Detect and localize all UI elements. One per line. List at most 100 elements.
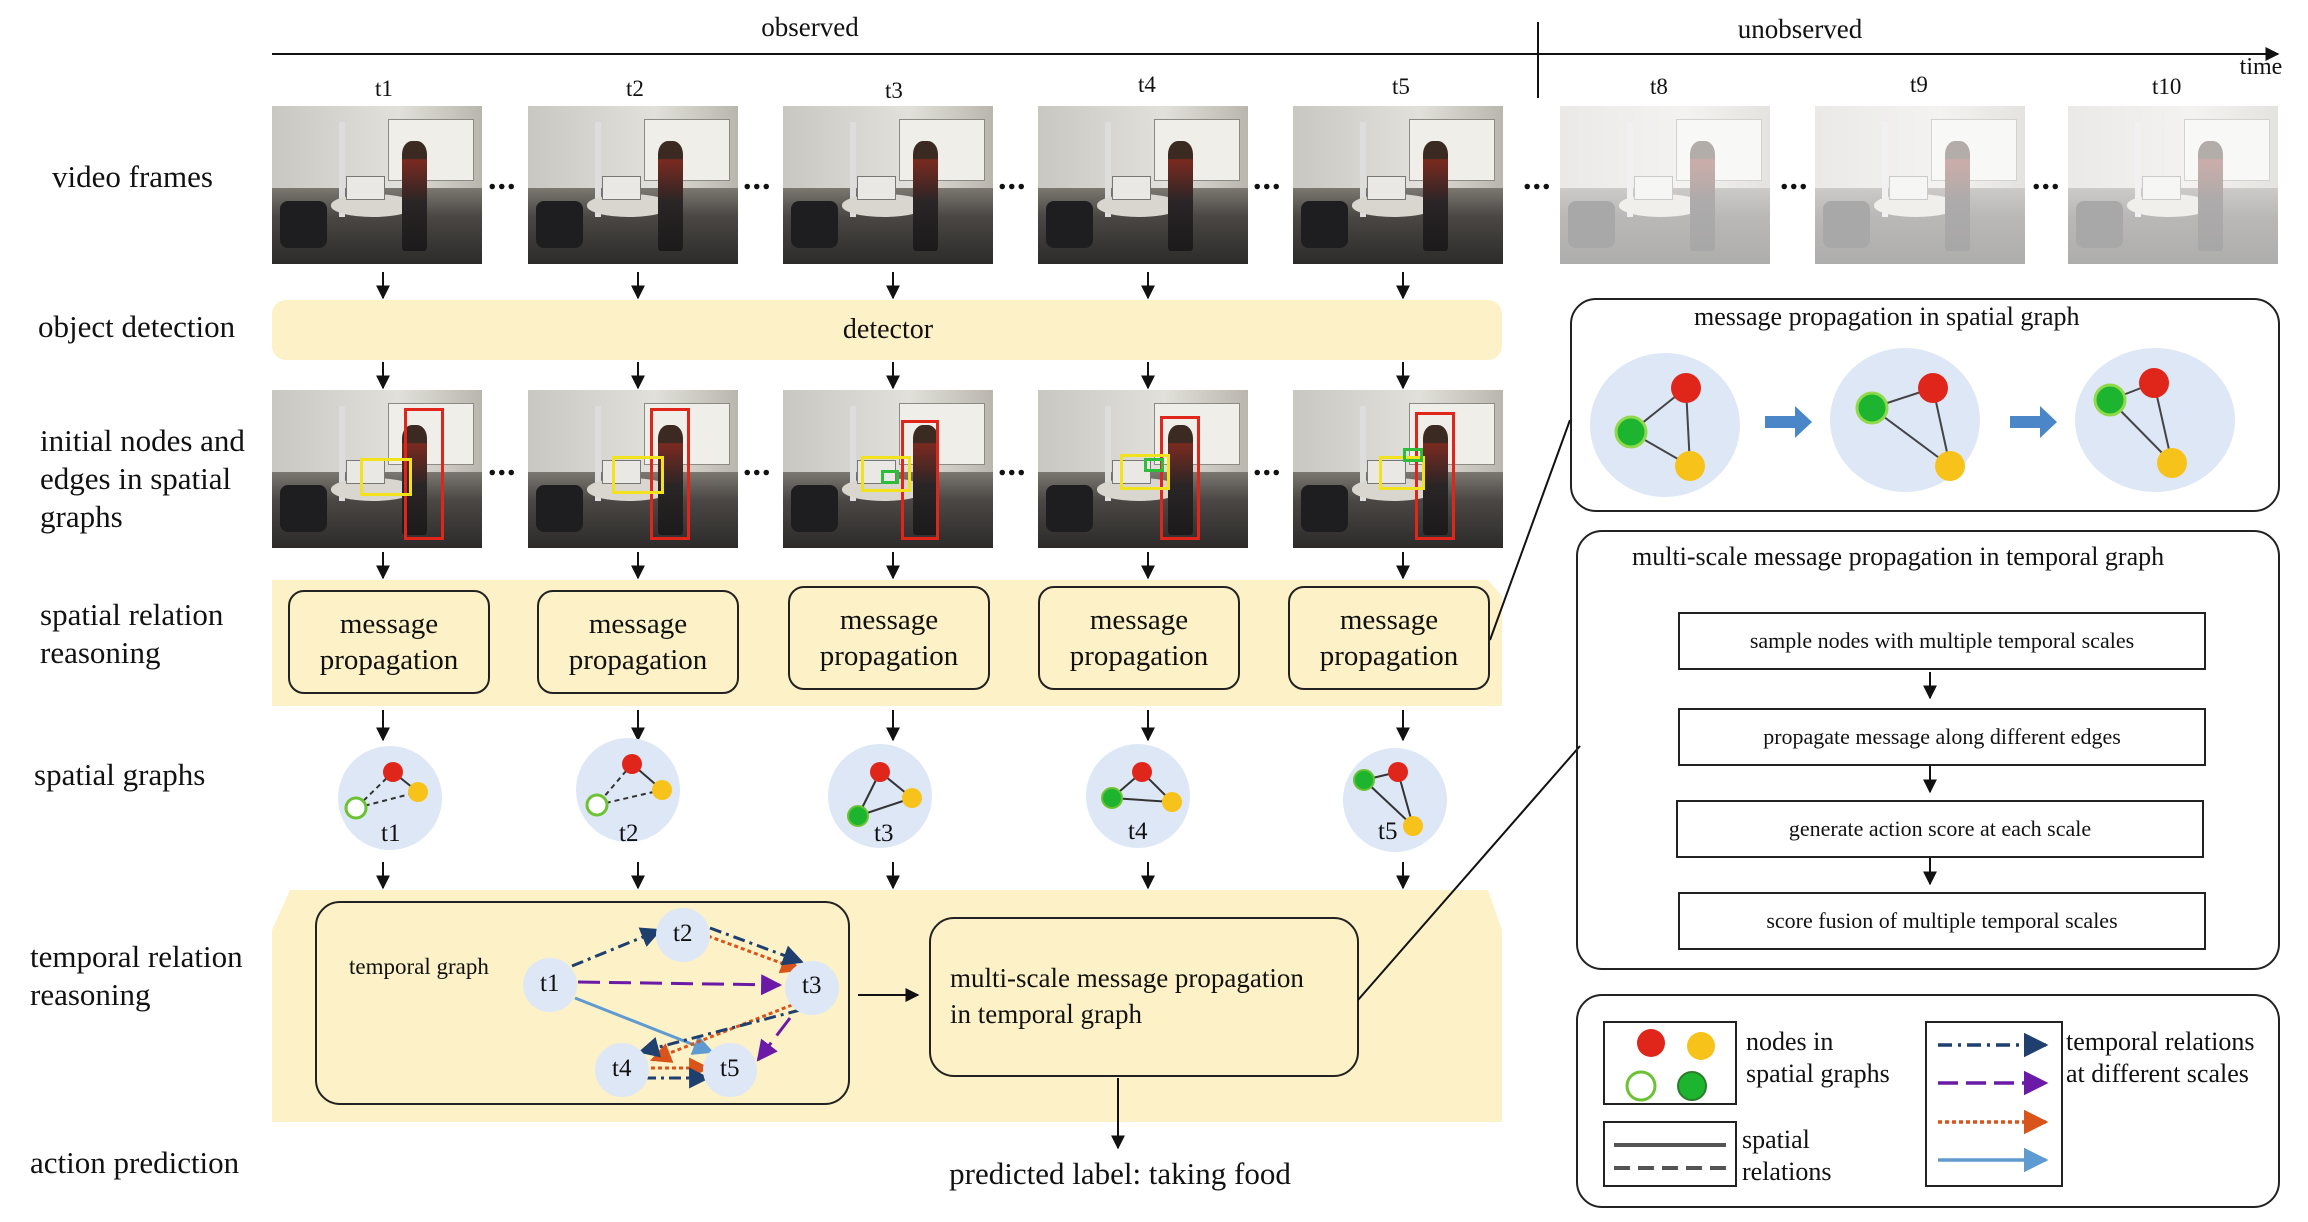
detection-frame [1038, 390, 1248, 548]
unobserved-label: unobserved [1737, 14, 1863, 44]
spatial-graph-t3 [828, 744, 932, 848]
time-label: t10 [2152, 74, 2182, 99]
temporal-node-label: t3 [802, 972, 822, 999]
detector-label: detector [842, 314, 934, 345]
detection-frame [528, 390, 738, 548]
multiscale-box-label: multi-scale message propagation in tempo… [950, 963, 1304, 1029]
row-label-initial-nodes: initial nodes and edges in spatial graph… [40, 423, 245, 534]
time-label: t8 [1650, 74, 1668, 99]
ellipsis: ... [2032, 160, 2061, 197]
ellipsis: ... [1253, 160, 1282, 197]
message-propagation-box: message propagation [788, 586, 990, 690]
spatial-graph-label: t3 [874, 820, 894, 847]
spatial-graph-label: t2 [619, 820, 639, 847]
video-frame [1038, 106, 1248, 264]
person-bbox [1160, 416, 1200, 540]
object-bbox [861, 456, 911, 492]
ellipsis: ... [998, 160, 1027, 197]
spatial-graph-label: t1 [381, 820, 401, 847]
temporal-panel-title: multi-scale message propagation in tempo… [1632, 542, 2165, 571]
time-label: t1 [375, 76, 393, 101]
row-label-spatial-reasoning: spatial relation reasoning [40, 597, 224, 670]
ellipsis: ... [1253, 446, 1282, 483]
spatial-graph-t4 [1086, 744, 1190, 848]
ellipsis: ... [743, 160, 772, 197]
message-propagation-box: message propagation [1288, 586, 1490, 690]
temporal-graph-box [315, 901, 850, 1105]
temporal-node-label: t2 [673, 920, 693, 947]
video-frame [272, 106, 482, 264]
detection-frame [1293, 390, 1503, 548]
step-sample-nodes: sample nodes with multiple temporal scal… [1678, 612, 2206, 670]
message-propagation-box: message propagation [288, 590, 490, 694]
video-frame-unobserved [1815, 106, 2025, 264]
object-bbox [1379, 456, 1425, 490]
legend-nodes-box [1603, 1021, 1737, 1105]
video-frame [783, 106, 993, 264]
detection-frame [783, 390, 993, 548]
temporal-node-label: t4 [612, 1055, 632, 1082]
ellipsis: ... [1780, 160, 1809, 197]
temporal-node-label: t1 [540, 970, 560, 997]
row-label-video-frames: video frames [52, 159, 213, 194]
food-bbox [1144, 458, 1164, 472]
spatial-graph-t5 [1343, 748, 1447, 852]
multiscale-box [929, 917, 1359, 1077]
message-propagation-box: message propagation [1038, 586, 1240, 690]
legend-spatial-box [1603, 1121, 1737, 1187]
person-bbox [901, 420, 939, 540]
time-label: t4 [1138, 72, 1156, 97]
legend-temporal-label: temporal relations at different scales [2066, 1027, 2255, 1088]
video-frame [1293, 106, 1503, 264]
ellipsis: ... [488, 446, 517, 483]
legend-panel [1576, 994, 2280, 1208]
person-bbox [1415, 412, 1455, 540]
ellipsis: ... [998, 446, 1027, 483]
video-frame-unobserved [2068, 106, 2278, 264]
blue-arrows [1765, 406, 2057, 438]
temporal-propagation-panel [1576, 530, 2280, 970]
spatial-graph-label: t4 [1128, 818, 1148, 845]
spatial-panel-graph-3 [2075, 348, 2235, 492]
message-propagation-box: message propagation [537, 590, 739, 694]
spatial-graph-t1 [338, 746, 442, 850]
object-bbox [360, 458, 412, 496]
object-bbox [612, 456, 664, 494]
step-propagate-message: propagate message along different edges [1678, 708, 2206, 766]
time-axis-label: time [2239, 54, 2283, 80]
spatial-panel-graph-1 [1590, 353, 1740, 497]
video-frame [528, 106, 738, 264]
food-bbox [881, 470, 899, 484]
legend-nodes-label: nodes in spatial graphs [1746, 1027, 1890, 1088]
row-label-action-prediction: action prediction [30, 1145, 240, 1180]
row-label-object-detection: object detection [38, 309, 236, 344]
time-label: t3 [885, 78, 903, 103]
person-bbox [404, 408, 444, 540]
detector-band [272, 300, 1502, 360]
row-label-spatial-graphs: spatial graphs [34, 757, 206, 792]
step-score-fusion: score fusion of multiple temporal scales [1678, 892, 2206, 950]
legend-spatial-label: spatial relations [1742, 1125, 1832, 1186]
person-bbox [650, 408, 690, 540]
flow-arrows [376, 272, 1410, 1150]
video-frame-unobserved [1560, 106, 1770, 264]
step-generate-score: generate action score at each scale [1676, 800, 2204, 858]
spatial-panel-title: message propagation in spatial graph [1694, 302, 2080, 331]
temporal-node-label: t5 [720, 1055, 740, 1082]
detection-frame [272, 390, 482, 548]
predicted-label: predicted label: taking food [949, 1156, 1291, 1191]
spatial-panel-graph-2 [1830, 348, 1980, 492]
time-label: t9 [1910, 72, 1928, 97]
ellipsis: ... [743, 446, 772, 483]
food-bbox [1403, 448, 1423, 462]
ellipsis: ... [1523, 160, 1552, 197]
spatial-propagation-panel [1570, 298, 2280, 512]
spatial-graph-label: t5 [1378, 818, 1398, 845]
row-label-temporal-reasoning: temporal relation reasoning [30, 939, 243, 1012]
object-bbox [1120, 454, 1170, 490]
ellipsis: ... [488, 160, 517, 197]
spatial-graph-t2 [576, 738, 680, 842]
temporal-graph-edges [571, 926, 804, 1089]
temporal-graph-title: temporal graph [349, 954, 489, 979]
